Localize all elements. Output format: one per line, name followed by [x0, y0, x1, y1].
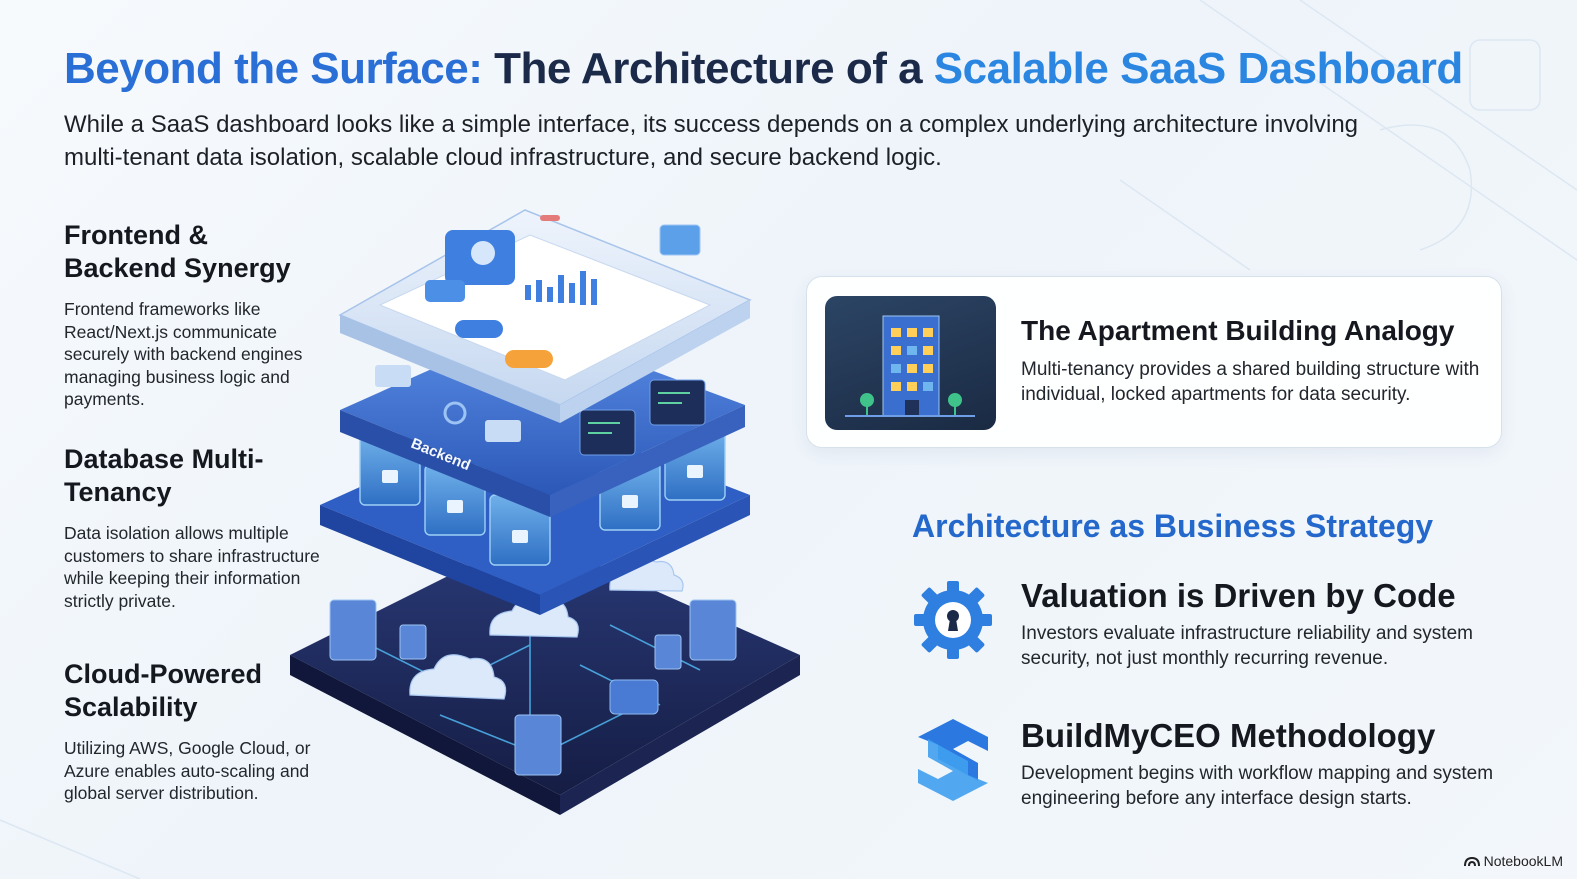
card-title: The Apartment Building Analogy	[1021, 315, 1455, 346]
section-heading: Cloud-Powered Scalability	[64, 659, 263, 722]
strategy-heading: Architecture as Business Strategy	[912, 508, 1434, 544]
section-heading: Database Multi-Tenancy	[64, 444, 264, 507]
page-subtitle: While a SaaS dashboard looks like a simp…	[64, 111, 1359, 171]
interlocking-s-logo-icon	[918, 719, 988, 801]
server-rack-icon	[329, 599, 737, 776]
brand-watermark: NotebookLM	[1463, 853, 1563, 869]
card-text: Multi-tenancy provides a shared building…	[1021, 359, 1480, 405]
title-part-3: Scalable SaaS Dashboard	[933, 44, 1463, 93]
apartment-analogy-card: The Apartment Building Analogy Multi-ten…	[806, 276, 1502, 448]
apartment-building-icon	[825, 296, 996, 430]
section-text: Utilizing AWS, Google Cloud, or Azure en…	[64, 738, 311, 803]
frontend-dashboard-layer	[338, 209, 752, 423]
section-text: Data isolation allows multiple customers…	[64, 523, 320, 611]
section-text: Frontend frameworks like React/Next.js c…	[64, 299, 303, 409]
section-heading: Frontend & Backend Synergy	[64, 220, 291, 283]
notebooklm-logo-icon	[1463, 856, 1480, 867]
strategy-item-title: Valuation is Driven by Code	[1021, 577, 1456, 614]
gear-keyhole-icon	[914, 581, 992, 659]
brand-label: NotebookLM	[1483, 853, 1563, 869]
title-part-2: The Architecture of a	[494, 44, 923, 93]
strategy-item-text: Development begins with workflow mapping…	[1021, 763, 1494, 809]
page-title: Beyond the Surface: The Architecture of …	[64, 44, 1463, 94]
strategy-item-text: Investors evaluate infrastructure reliab…	[1021, 623, 1473, 669]
cloud-scalability-section: Cloud-Powered Scalability Utilizing AWS,…	[64, 658, 354, 805]
cloud-infrastructure-layer	[290, 535, 800, 815]
architecture-stack-illustration: Backend	[290, 209, 800, 815]
strategy-item-title: BuildMyCEO Methodology	[1021, 717, 1436, 754]
cloud-icon	[409, 558, 684, 700]
database-multitenancy-section: Database Multi-Tenancy Data isolation al…	[64, 443, 354, 612]
title-part-1: Beyond the Surface:	[64, 44, 483, 93]
frontend-backend-section: Frontend & Backend Synergy Frontend fram…	[64, 219, 354, 411]
